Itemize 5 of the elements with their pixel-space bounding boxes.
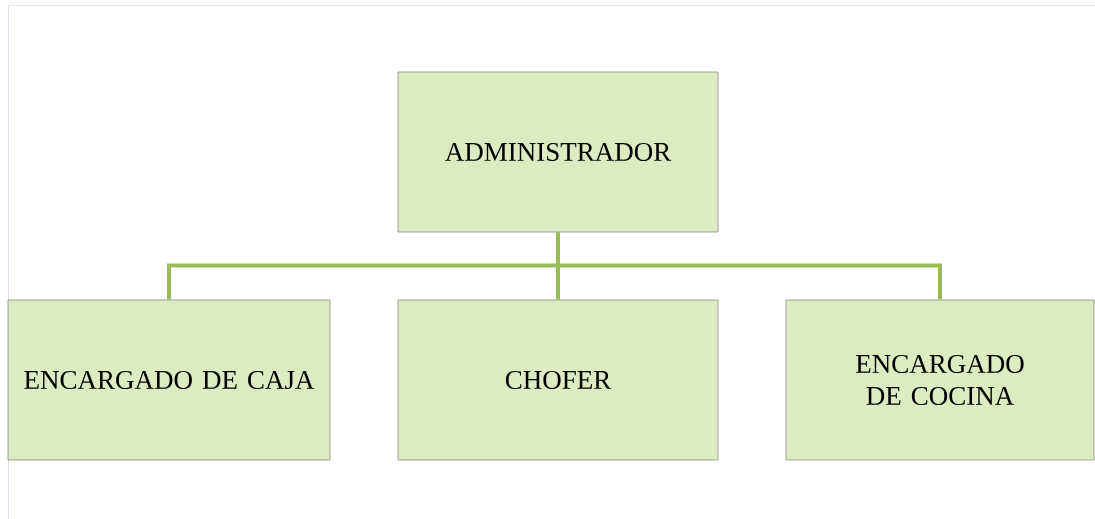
org-box: ENCARGADO DE CAJA — [7, 299, 331, 461]
org-box: CHOFER — [397, 299, 719, 461]
org-box: ENCARGADO DE COCINA — [785, 299, 1095, 461]
org-box: ADMINISTRADOR — [397, 71, 719, 233]
connector-line — [556, 232, 942, 300]
